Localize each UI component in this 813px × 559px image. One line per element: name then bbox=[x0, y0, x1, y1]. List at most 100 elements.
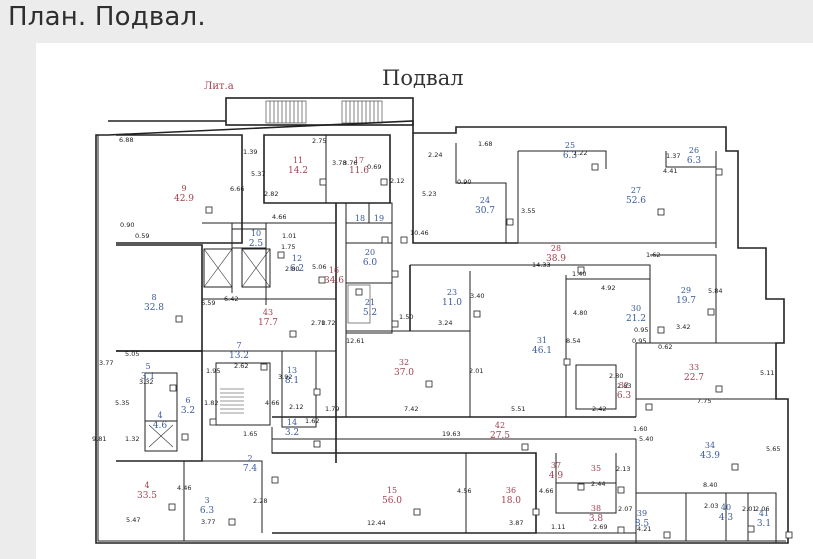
room-label-r18: 18 bbox=[355, 214, 389, 244]
room-marker bbox=[355, 288, 363, 296]
room-area: 6.3 bbox=[617, 391, 632, 401]
room-label-r7: 713.2 bbox=[229, 341, 268, 371]
room-marker bbox=[731, 463, 739, 471]
room-area: 52.6 bbox=[626, 196, 646, 206]
room-area: 8.5 bbox=[635, 519, 650, 529]
room-label-r19: 19 bbox=[374, 214, 408, 244]
room-area: 19.7 bbox=[676, 296, 696, 306]
dimension-label: 2.13 bbox=[616, 465, 630, 473]
room-label-r13: 138.1 bbox=[285, 366, 321, 396]
dimension-label: 1.62 bbox=[646, 251, 660, 259]
dimension-label: 4.66 bbox=[539, 487, 553, 495]
room-marker bbox=[506, 218, 514, 226]
dimension-label: 19.63 bbox=[442, 430, 461, 438]
dimension-label: 1.37 bbox=[666, 152, 680, 160]
room-label-r10: 102.5 bbox=[249, 229, 285, 259]
dimension-label: 1.72 bbox=[321, 319, 335, 327]
dimension-label: 0.95 bbox=[634, 326, 648, 334]
dimension-label: 5.11 bbox=[760, 369, 774, 377]
dimension-label: 6.42 bbox=[224, 295, 238, 303]
room-number: 4 bbox=[144, 481, 149, 490]
dimension-label: 3.55 bbox=[521, 207, 535, 215]
dimension-label: 5.47 bbox=[126, 516, 140, 524]
room-number: 5 bbox=[145, 362, 150, 371]
room-marker bbox=[260, 363, 268, 371]
dimension-label: 2.42 bbox=[592, 405, 606, 413]
room-label-r32b: 326.3 bbox=[617, 381, 653, 411]
room-number: 35 bbox=[591, 464, 601, 473]
room-marker bbox=[181, 433, 189, 441]
dimension-label: 2.62 bbox=[234, 362, 248, 370]
room-marker bbox=[521, 443, 529, 451]
room-number: 39 bbox=[637, 509, 647, 518]
room-marker bbox=[277, 251, 285, 259]
room-number: 40 bbox=[721, 503, 731, 512]
room-area: 56.0 bbox=[382, 496, 402, 506]
dimension-label: 14.33 bbox=[532, 261, 551, 269]
room-number: 24 bbox=[480, 196, 490, 205]
dimension-label: 2.24 bbox=[428, 151, 442, 159]
dimension-label: 5.40 bbox=[639, 435, 653, 443]
dimension-label: 4.56 bbox=[457, 487, 471, 495]
room-number: 28 bbox=[551, 244, 561, 253]
room-area: 14.2 bbox=[288, 166, 308, 176]
room-label-r4: 433.5 bbox=[137, 481, 176, 511]
dimension-label: 3.32 bbox=[139, 378, 153, 386]
room-area: 38.9 bbox=[546, 254, 566, 264]
room-area: 6.3 bbox=[563, 151, 578, 161]
dimension-label: 5.06 bbox=[312, 263, 326, 271]
dimension-label: 1.75 bbox=[281, 243, 295, 251]
room-number: 4 bbox=[157, 411, 162, 420]
room-number: 43 bbox=[263, 308, 273, 317]
room-marker bbox=[657, 326, 665, 334]
room-area: 3.8 bbox=[589, 514, 604, 524]
room-label-r12: 126.2 bbox=[290, 254, 326, 284]
room-area: 11.6 bbox=[349, 166, 369, 176]
room-number: 26 bbox=[689, 146, 699, 155]
dimension-label: 1.68 bbox=[478, 140, 492, 148]
room-label-r41: 413.1 bbox=[757, 509, 793, 539]
room-area: 3.2 bbox=[181, 406, 195, 416]
room-marker bbox=[657, 208, 665, 216]
room-label-r9: 942.9 bbox=[174, 184, 213, 214]
room-area: 4.6 bbox=[153, 421, 168, 431]
dimension-label: 6.59 bbox=[201, 299, 215, 307]
room-label-r38: 383.8 bbox=[589, 504, 625, 534]
dimension-label: 1.01 bbox=[282, 232, 296, 240]
room-marker bbox=[289, 330, 297, 338]
dimension-label: 12.44 bbox=[367, 519, 386, 527]
room-label-r35: 35 bbox=[591, 464, 625, 494]
dimension-label: 3.42 bbox=[676, 323, 690, 331]
room-marker bbox=[707, 308, 715, 316]
room-marker bbox=[175, 315, 183, 323]
dimension-label: 2.03 bbox=[704, 502, 718, 510]
room-label-r6: 63.2 bbox=[181, 396, 217, 426]
room-number: 32 bbox=[619, 381, 629, 390]
room-area: 13.2 bbox=[229, 351, 249, 361]
room-area: 6.3 bbox=[687, 156, 702, 166]
room-area: 11.0 bbox=[442, 298, 462, 308]
dimension-label: 0.90 bbox=[457, 178, 471, 186]
room-area: 33.5 bbox=[137, 491, 157, 501]
room-marker bbox=[228, 518, 236, 526]
dimension-label: 2.07 bbox=[618, 505, 632, 513]
room-number: 38 bbox=[591, 504, 601, 513]
dimension-label: 2.83 bbox=[617, 382, 631, 390]
room-area: 7.4 bbox=[243, 464, 258, 474]
room-label-r20: 206.0 bbox=[363, 248, 399, 278]
room-number: 15 bbox=[387, 486, 397, 495]
dimension-label: 3.92 bbox=[278, 373, 292, 381]
dimension-label: 4.46 bbox=[177, 484, 191, 492]
room-marker bbox=[391, 320, 399, 328]
room-number: 14 bbox=[287, 418, 297, 427]
dimension-label: 3.78 bbox=[332, 159, 346, 167]
room-number: 16 bbox=[329, 266, 339, 275]
room-area: 46.1 bbox=[532, 346, 552, 356]
floor-plan-svg: Подвал Лит.а bbox=[92, 66, 793, 544]
dimension-label: 5.84 bbox=[708, 287, 722, 295]
